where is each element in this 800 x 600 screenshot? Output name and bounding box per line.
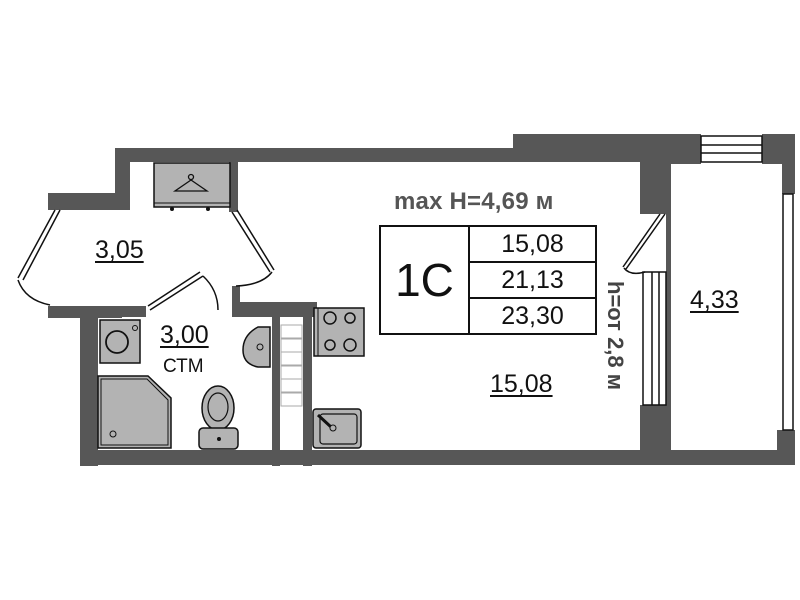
room-sublabel-bathroom: СТМ — [163, 356, 204, 377]
wardrobe-icon — [153, 162, 231, 211]
living-area-value: 15,08 — [470, 227, 595, 263]
total-area-with-balcony-value: 23,30 — [501, 301, 564, 330]
total-area-value: 21,13 — [470, 263, 595, 299]
room-area-bathroom: 3,00 — [160, 321, 209, 349]
apartment-summary-table: 1С 15,08 21,13 23,30 — [379, 225, 597, 335]
washing-machine-icon — [99, 319, 141, 364]
room-area-balcony: 4,33 — [690, 286, 739, 314]
ceiling-height-label: h=от 2,8 м — [603, 281, 628, 391]
max-height-label: max H=4,69 м — [394, 188, 554, 215]
shaft-panel — [280, 324, 303, 407]
room-area-living-room: 15,08 — [490, 370, 553, 398]
room-area-hallway: 3,05 — [95, 236, 144, 264]
kitchen-sink-icon — [312, 408, 362, 449]
doors — [17, 209, 666, 311]
apartment-type: 1С — [381, 227, 470, 333]
toilet-icon — [198, 385, 239, 450]
windows — [17, 135, 794, 431]
washbasin-icon — [242, 326, 271, 368]
hanger-icon — [172, 173, 210, 192]
summary-areas: 15,08 21,13 23,30 — [470, 227, 595, 333]
walls — [48, 134, 795, 466]
stove-icon — [313, 307, 365, 357]
shower-icon — [97, 375, 172, 449]
